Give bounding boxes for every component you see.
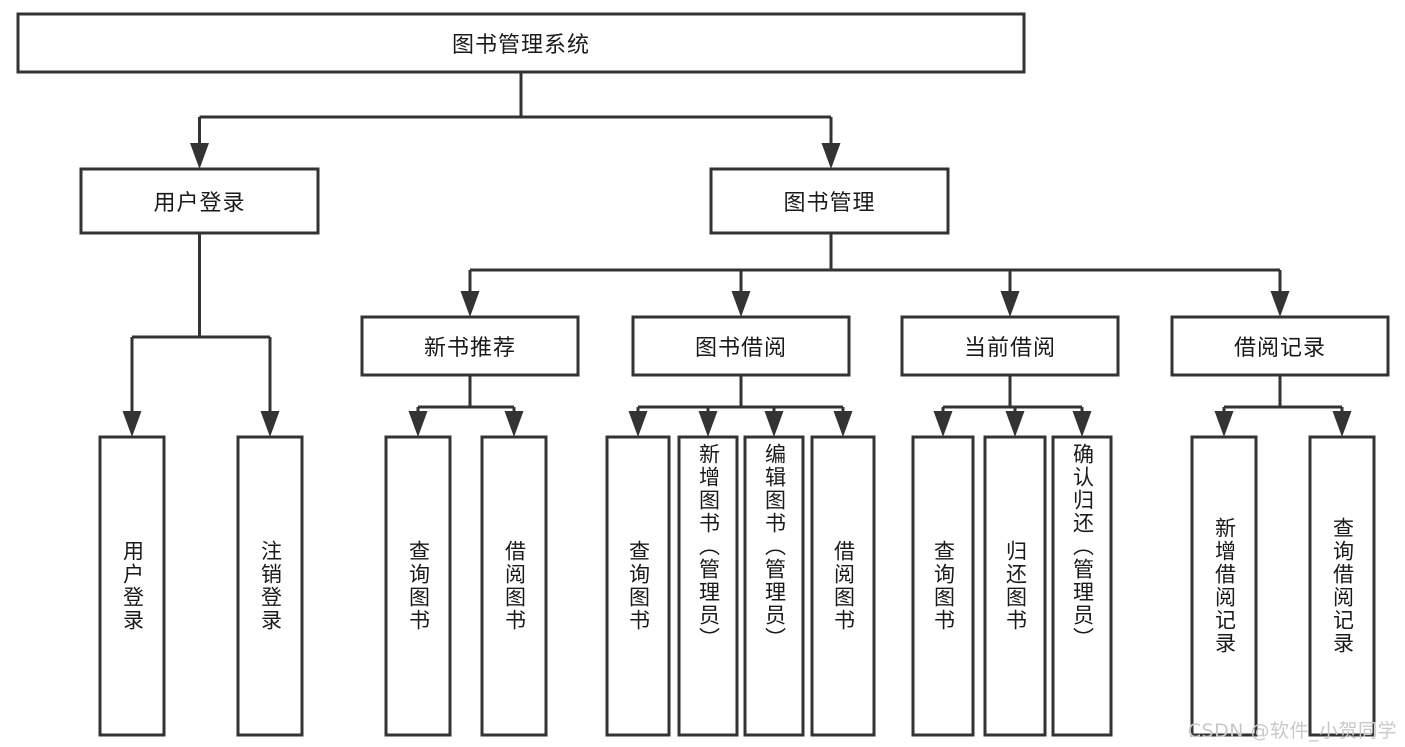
node-leaf-user-login-box[interactable]: [98, 435, 166, 737]
connector-book-manage-children: [460, 233, 1290, 317]
node-leaf-edit-book-box[interactable]: [743, 435, 805, 737]
node-current-borrow-box[interactable]: [900, 315, 1120, 377]
connector-user-login-children: [122, 233, 280, 437]
node-leaf-add-book-box[interactable]: [677, 435, 739, 737]
node-root-box[interactable]: [16, 12, 1026, 74]
node-new-book-rec-box[interactable]: [360, 315, 580, 377]
connector-borrow-record-children: [1214, 375, 1352, 437]
node-leaf-query-book-2-box[interactable]: [605, 435, 671, 737]
arrow-to-user-login: [190, 143, 209, 169]
node-leaf-borrow-book-2-box[interactable]: [810, 435, 876, 737]
connector-root-to-level2: [190, 72, 841, 169]
node-leaf-logout-box[interactable]: [236, 435, 304, 737]
node-leaf-query-record-box[interactable]: [1308, 435, 1376, 737]
node-user-login-box[interactable]: [79, 167, 320, 235]
node-leaf-query-book-3-box[interactable]: [911, 435, 975, 737]
node-leaf-query-book-1-box[interactable]: [384, 435, 452, 737]
node-borrow-record-box[interactable]: [1170, 315, 1390, 377]
node-leaf-confirm-return-box[interactable]: [1051, 435, 1113, 737]
connector-new-book-rec-children: [408, 375, 524, 437]
node-book-manage-box[interactable]: [709, 167, 950, 235]
connector-book-borrow-children: [628, 375, 853, 437]
node-leaf-borrow-book-1-box[interactable]: [480, 435, 548, 737]
arrow-to-book-manage: [821, 143, 841, 169]
node-leaf-add-record-box[interactable]: [1190, 435, 1258, 737]
node-leaf-return-book-box[interactable]: [983, 435, 1047, 737]
node-book-borrow-box[interactable]: [631, 315, 851, 377]
connector-current-borrow-children: [933, 375, 1092, 437]
